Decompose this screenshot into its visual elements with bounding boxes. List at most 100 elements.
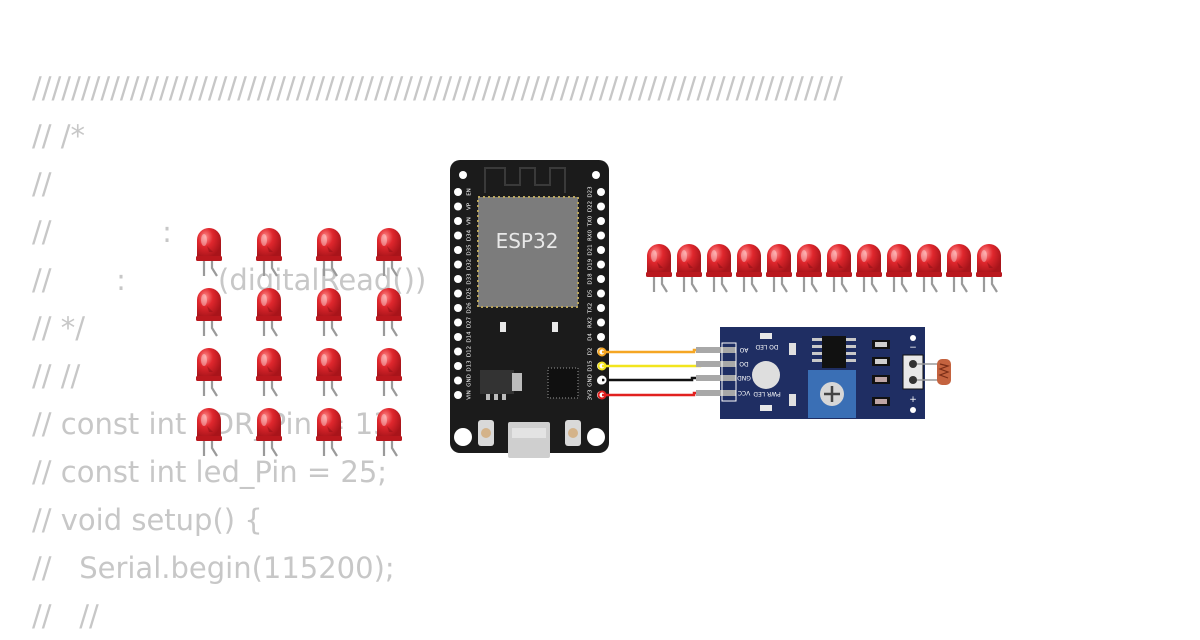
- left-pin-label: D14: [467, 331, 473, 343]
- left-pin-label: D13: [467, 360, 473, 372]
- ldr-sensor-module[interactable]: AO DO GND VCC DO LED PWR LED: [696, 327, 951, 419]
- code-line: // void setup() {: [32, 503, 263, 537]
- left-pin-label: VN: [467, 217, 473, 225]
- right-header-pin[interactable]: [597, 231, 605, 240]
- sensor-pin-gnd: GND: [737, 374, 751, 381]
- right-pin-label: TX2: [588, 303, 594, 315]
- left-header-pin[interactable]: [454, 260, 462, 269]
- red-led[interactable]: [644, 242, 674, 294]
- left-header-pin[interactable]: [454, 347, 462, 356]
- right-pin-label: D19: [588, 258, 594, 270]
- left-header-pin[interactable]: [454, 275, 462, 283]
- red-led[interactable]: [374, 346, 404, 398]
- right-pin-label: D5: [588, 289, 594, 297]
- left-pin-label: D32: [467, 259, 473, 270]
- right-header-pin[interactable]: [597, 188, 605, 196]
- red-led[interactable]: [314, 226, 344, 278]
- right-pin-label: D22: [588, 201, 594, 212]
- esp32-board[interactable]: ESP32 ENVPVND34D35D32D33D25D26D27D14D12D…: [450, 160, 609, 458]
- right-header-pin[interactable]: [597, 246, 605, 254]
- left-header-pin[interactable]: [454, 391, 462, 399]
- right-header-pin[interactable]: [597, 260, 605, 269]
- code-line: // //: [32, 359, 81, 393]
- red-led[interactable]: [194, 406, 224, 458]
- red-led[interactable]: [374, 286, 404, 338]
- do-led-label: DO LED: [755, 343, 778, 350]
- board-label: ESP32: [496, 229, 559, 253]
- left-pin-label: D12: [467, 346, 473, 357]
- red-led[interactable]: [374, 226, 404, 278]
- sensor-pin-do: DO: [739, 360, 749, 367]
- red-led[interactable]: [974, 242, 1004, 294]
- red-led[interactable]: [854, 242, 884, 294]
- right-pin-label: 3V3: [588, 389, 594, 400]
- right-pin-label: D21: [588, 244, 594, 255]
- right-header-pin[interactable]: [597, 289, 605, 298]
- red-led[interactable]: [194, 286, 224, 338]
- code-line: // */: [32, 311, 86, 345]
- red-led[interactable]: [314, 346, 344, 398]
- right-pin-label: D15: [588, 360, 594, 372]
- right-header-pin[interactable]: [597, 217, 605, 225]
- code-line: // //: [32, 599, 99, 633]
- red-led[interactable]: [194, 226, 224, 278]
- left-header-pin[interactable]: [454, 231, 462, 240]
- left-pin-label: VIN: [467, 390, 473, 400]
- right-header-pin[interactable]: [597, 275, 605, 283]
- right-pin-label: RX2: [588, 317, 594, 328]
- left-header-pin[interactable]: [454, 304, 462, 312]
- sensor-led-indicator: [752, 361, 780, 389]
- right-header-pin[interactable]: [597, 318, 605, 327]
- red-led[interactable]: [914, 242, 944, 294]
- red-led[interactable]: [884, 242, 914, 294]
- sensor-pin-ao: AO: [739, 346, 748, 353]
- code-line: // const int led_Pin = 25;: [32, 455, 388, 489]
- red-led[interactable]: [374, 406, 404, 458]
- left-header-pin[interactable]: [454, 188, 462, 196]
- left-pin-label: D34: [467, 229, 473, 241]
- right-header-pin[interactable]: [597, 333, 605, 341]
- red-led[interactable]: [704, 242, 734, 294]
- red-led[interactable]: [944, 242, 974, 294]
- red-led[interactable]: [254, 346, 284, 398]
- left-pin-label: D25: [467, 287, 473, 299]
- left-header-pin[interactable]: [454, 318, 462, 327]
- code-background: ////////////////////////////////////////…: [32, 64, 843, 640]
- red-led[interactable]: [794, 242, 824, 294]
- right-pin-label: D23: [588, 186, 594, 198]
- left-pin-label: D27: [467, 316, 473, 328]
- code-line: //: [32, 167, 52, 201]
- red-led[interactable]: [824, 242, 854, 294]
- led-grid: [194, 226, 404, 458]
- code-line: // Serial.begin(115200);: [32, 551, 395, 585]
- red-led[interactable]: [674, 242, 704, 294]
- left-header-pin[interactable]: [454, 246, 462, 254]
- red-led[interactable]: [194, 346, 224, 398]
- code-line: // :: [32, 215, 172, 249]
- left-header-pin[interactable]: [454, 333, 462, 341]
- red-led[interactable]: [254, 286, 284, 338]
- left-header-pin[interactable]: [454, 217, 462, 225]
- left-pin-label: VP: [467, 202, 473, 210]
- right-header-pin[interactable]: [597, 202, 605, 211]
- left-header-pin[interactable]: [454, 202, 462, 211]
- red-led[interactable]: [734, 242, 764, 294]
- left-pin-label: D35: [467, 244, 473, 256]
- right-pin-label: D2: [588, 348, 594, 356]
- code-line: // /*: [32, 119, 86, 153]
- right-header-pin[interactable]: [597, 304, 605, 312]
- red-led[interactable]: [314, 286, 344, 338]
- polarity-minus: −: [909, 343, 917, 353]
- sensor-pin-vcc: VCC: [738, 389, 750, 396]
- right-pin-label: TX0: [588, 215, 594, 227]
- left-header-pin[interactable]: [454, 289, 462, 298]
- red-led[interactable]: [314, 406, 344, 458]
- left-header-pin[interactable]: [454, 362, 462, 370]
- red-led[interactable]: [764, 242, 794, 294]
- right-pin-label: D4: [588, 333, 594, 341]
- red-led[interactable]: [254, 406, 284, 458]
- left-pin-label: GND: [467, 374, 473, 387]
- left-header-pin[interactable]: [454, 376, 462, 385]
- red-led[interactable]: [254, 226, 284, 278]
